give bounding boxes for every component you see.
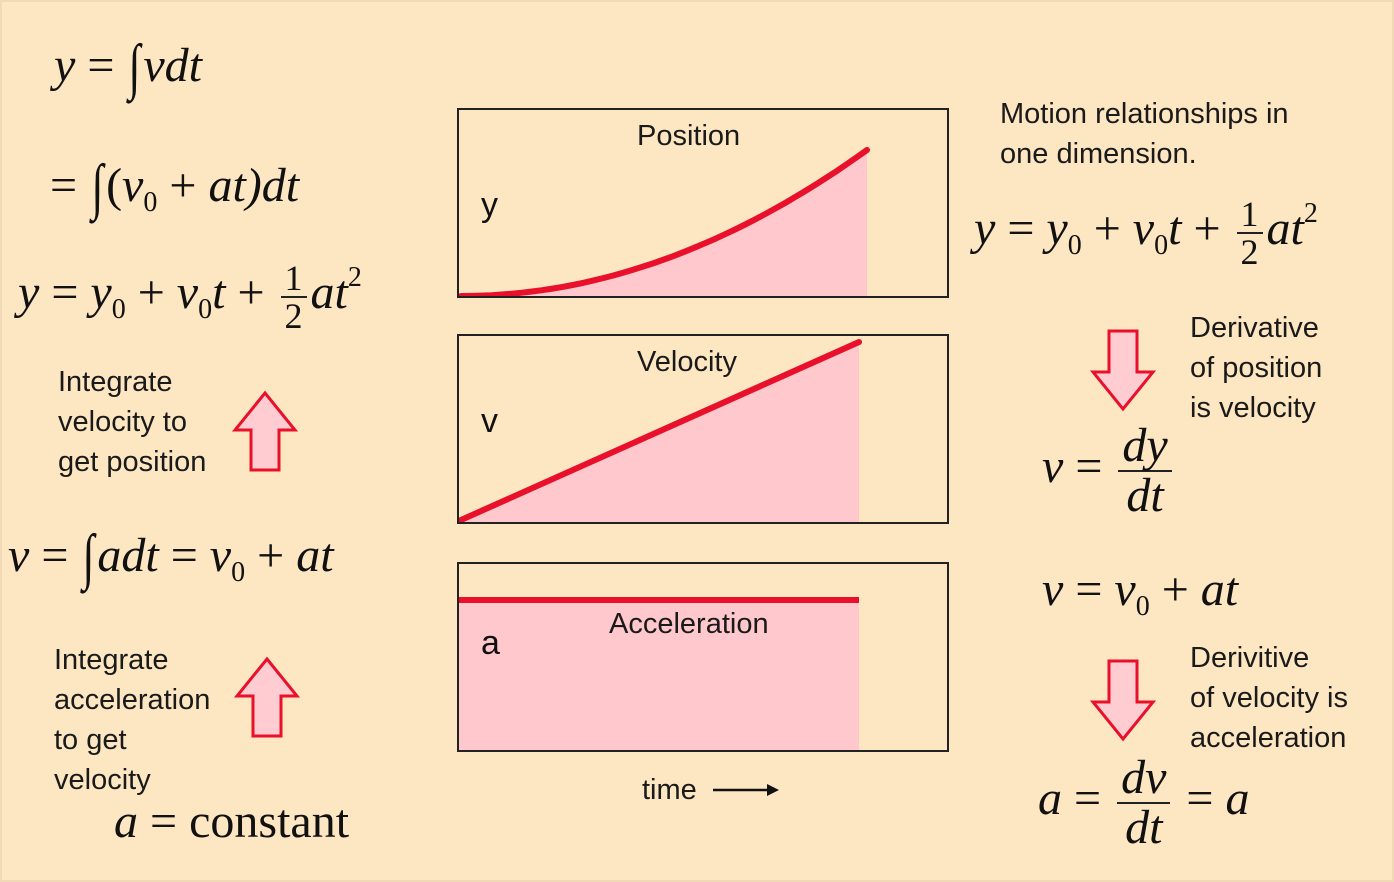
note-integrate-acceleration: Integrate acceleration to get velocity	[54, 644, 211, 796]
note-derivative-position: Derivative of position is velocity	[1190, 312, 1323, 424]
note-derivative-velocity: Derivitive of velocity is acceleration	[1190, 642, 1348, 754]
position-plot: Position y	[457, 108, 949, 298]
time-label: time	[642, 774, 697, 806]
eq-y-integral-v: y = ∫vdt	[54, 33, 203, 101]
plot-title-position: Position	[637, 120, 741, 152]
plot-var-a: a	[481, 624, 500, 662]
plot-title-velocity: Velocity	[637, 346, 737, 378]
arrow-up-icon	[234, 656, 300, 738]
caption-motion-relationships: Motion relationships in one dimension.	[1000, 98, 1289, 170]
acceleration-curve	[459, 597, 859, 750]
time-axis-label: time	[642, 770, 781, 810]
acceleration-plot: Acceleration a	[457, 562, 949, 752]
arrow-right-icon	[712, 784, 779, 796]
velocity-curve	[459, 339, 862, 522]
eq-integral-v0-plus-at: = ∫(v0 + at)dt	[50, 153, 300, 221]
plot-var-y: y	[481, 186, 498, 224]
note-integrate-velocity: Integrate velocity to get position	[58, 366, 207, 478]
velocity-plot: Velocity v	[457, 334, 949, 524]
plot-title-acceleration: Acceleration	[609, 608, 769, 640]
arrow-down-icon	[1090, 659, 1156, 742]
arrow-up-icon	[232, 390, 298, 472]
eq-a-constant: a = constant	[114, 795, 350, 848]
position-curve	[459, 147, 870, 296]
arrow-down-icon	[1090, 329, 1156, 412]
plot-var-v: v	[481, 402, 498, 440]
eq-v-v0-at: v = v0 + at	[1042, 563, 1239, 622]
eq-velocity-integral: v = ∫adt = v0 + at	[8, 523, 334, 591]
